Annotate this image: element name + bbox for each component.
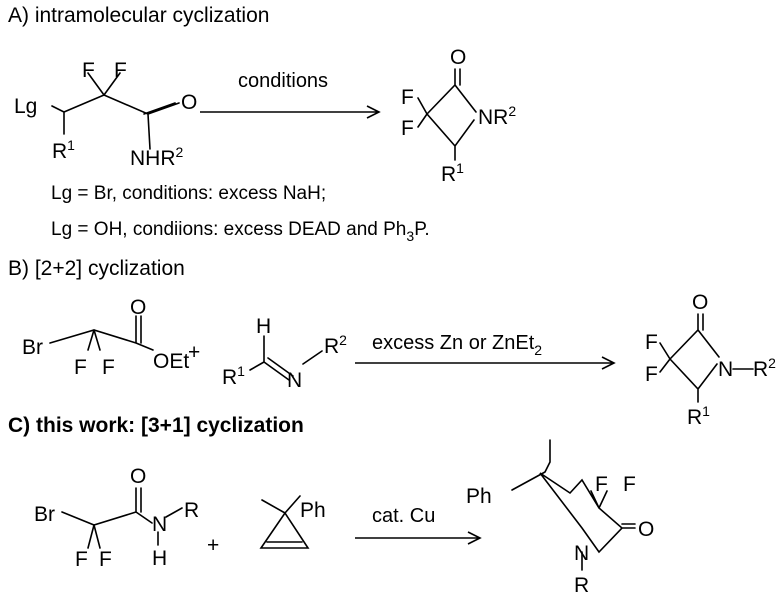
- oxygen-label: O: [638, 518, 654, 541]
- arrow-b-label: excess Zn or ZnEt2: [372, 332, 542, 358]
- section-a: A) intramolecular cyclization Lg F F O R…: [8, 4, 516, 244]
- bromodifluoroacetate: Br O OEt F F: [22, 296, 189, 379]
- imine: H R1 N R2: [222, 315, 347, 392]
- r2-label: R2: [753, 355, 776, 381]
- fluorine-label: F: [74, 356, 87, 379]
- bond: [511, 439, 636, 571]
- phenyl-label: Ph: [466, 485, 492, 508]
- reaction-arrow: [200, 105, 381, 119]
- oxygen-label: O: [130, 465, 146, 488]
- fluorine-label: F: [99, 548, 112, 571]
- nitrogen-label: N: [574, 542, 589, 565]
- r1-label: R1: [222, 363, 245, 389]
- phenyl-label: Ph: [300, 499, 326, 522]
- fluorine-label: F: [401, 86, 414, 109]
- fluorine-label: F: [114, 59, 127, 82]
- arrow-c-label: cat. Cu: [372, 505, 435, 527]
- oxygen-label: O: [692, 291, 708, 314]
- cyclopropene: Ph: [259, 495, 326, 549]
- arrow-a-label: conditions: [238, 70, 328, 92]
- fluorine-label: F: [645, 331, 658, 354]
- hydrogen-label: H: [256, 315, 271, 338]
- bond: [249, 335, 323, 381]
- bromodifluoroacetamide: Br O N H R F F: [34, 465, 199, 571]
- section-c: C) this work: [3+1] cyclization Br O N H…: [8, 414, 654, 597]
- nitrogen-label: N: [718, 358, 733, 381]
- bond: [61, 487, 183, 549]
- fluorine-label: F: [82, 59, 95, 82]
- fluorine-label: F: [595, 473, 608, 496]
- bond: [659, 313, 754, 403]
- product-b: O F F N R2 R1: [645, 291, 776, 429]
- r-label: R: [184, 499, 199, 522]
- bromine-label: Br: [34, 503, 55, 526]
- nitrogen-label: N: [287, 369, 302, 392]
- fluorine-label: F: [102, 356, 115, 379]
- oxygen-label: O: [130, 296, 146, 319]
- condition-note-oh: Lg = OH, condiions: excess DEAD and Ph3P…: [51, 219, 430, 244]
- reactant-a: Lg F F O R1 NHR2: [14, 59, 197, 170]
- product-a: O F F NR2 R1: [401, 46, 516, 186]
- bromine-label: Br: [22, 336, 43, 359]
- bond: [51, 72, 180, 150]
- r2-label: R2: [324, 332, 347, 358]
- fluorine-label: F: [75, 548, 88, 571]
- reaction-arrow: [355, 531, 482, 545]
- oxygen-label: O: [450, 46, 466, 69]
- plus-sign: +: [188, 341, 200, 364]
- r1-label: R1: [52, 137, 75, 163]
- fluorine-label: F: [623, 473, 636, 496]
- oxygen-label: O: [181, 91, 197, 114]
- section-b-header: B) [2+2] cyclization: [8, 257, 185, 280]
- plus-sign: +: [207, 534, 219, 557]
- hydrogen-label: H: [152, 547, 167, 570]
- section-c-header: C) this work: [3+1] cyclization: [8, 414, 304, 437]
- fluorine-label: F: [645, 363, 658, 386]
- fluorine-label: F: [401, 117, 414, 140]
- nitrogen-label: N: [152, 513, 167, 536]
- section-a-header: A) intramolecular cyclization: [8, 4, 269, 27]
- r-label: R: [574, 574, 589, 597]
- bond: [49, 315, 154, 351]
- nr2-label: NR2: [478, 103, 516, 129]
- r1-label: R1: [441, 160, 464, 186]
- reaction-arrow: [355, 356, 616, 370]
- section-b: B) [2+2] cyclization Br O OEt F F + H R1…: [8, 257, 776, 429]
- ethoxy-label: OEt: [153, 350, 189, 373]
- nhr2-label: NHR2: [130, 144, 184, 170]
- lg-label: Lg: [14, 95, 37, 118]
- r1-label: R1: [687, 403, 710, 429]
- product-c: Ph F F O N R: [466, 439, 654, 597]
- condition-note-br: Lg = Br, conditions: excess NaH;: [51, 183, 326, 204]
- bond: [259, 495, 310, 549]
- bond: [417, 68, 477, 161]
